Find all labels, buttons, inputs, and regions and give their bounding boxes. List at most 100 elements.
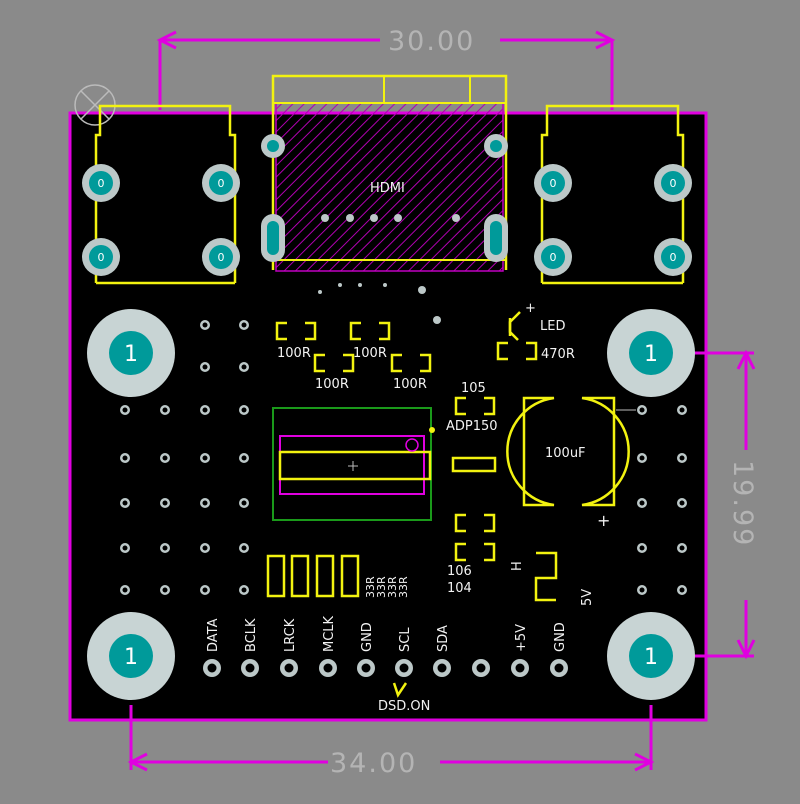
cap-104-label: 104	[447, 581, 472, 596]
via	[120, 405, 130, 415]
via	[200, 453, 210, 463]
via	[200, 362, 210, 372]
via	[200, 585, 210, 595]
via	[239, 543, 249, 553]
dimension-top-value: 30.00	[388, 26, 475, 57]
header-pin	[357, 659, 375, 677]
smd-via	[318, 290, 322, 294]
header-pin	[511, 659, 529, 677]
header-pin-label: DATA	[206, 618, 221, 652]
via	[239, 405, 249, 415]
rca-connector-left	[94, 104, 237, 285]
via	[637, 498, 647, 508]
via	[160, 585, 170, 595]
via	[637, 405, 647, 415]
via	[120, 543, 130, 553]
connector-pad-label: 0	[218, 177, 225, 190]
header-pin	[280, 659, 298, 677]
capacitor-value: 100uF	[545, 446, 586, 461]
led-label: LED	[540, 319, 565, 334]
header-row	[203, 659, 568, 677]
regulator-label: ADP150	[446, 419, 498, 434]
connector-pad-label: 0	[98, 251, 105, 264]
connector-pad: 0	[534, 164, 572, 202]
r2-label: 100R	[353, 346, 387, 361]
series-r1-label: 33R	[364, 576, 377, 598]
via	[160, 453, 170, 463]
via	[160, 543, 170, 553]
series-r2-label: 33R	[375, 576, 388, 598]
header-pin	[319, 659, 337, 677]
mount-hole: 1	[607, 612, 695, 700]
via	[200, 498, 210, 508]
via	[677, 405, 687, 415]
jumper-5v-label: 5V	[580, 589, 595, 606]
mount-hole-label: 1	[644, 342, 658, 367]
via	[637, 585, 647, 595]
hdmi-pin	[418, 286, 426, 294]
header-pin	[433, 659, 451, 677]
capacitor-plus: +	[597, 511, 610, 530]
connector-pad: 0	[654, 238, 692, 276]
mount-hole-label: 1	[124, 342, 138, 367]
header-pin-label: LRCK	[283, 618, 298, 652]
via	[677, 498, 687, 508]
hdmi-pin	[433, 316, 441, 324]
hdmi-pin	[452, 214, 460, 222]
heatsink-outline	[272, 407, 432, 521]
hdmi-pads	[261, 134, 508, 324]
mount-hole: 1	[87, 309, 175, 397]
series-r4-label: 33R	[397, 576, 410, 598]
via	[120, 585, 130, 595]
header-pin-label: +5V	[514, 624, 529, 652]
r3-label: 100R	[315, 377, 349, 392]
r1-label: 100R	[277, 346, 311, 361]
mount-holes: 1 1 1 1	[87, 309, 695, 700]
via	[239, 453, 249, 463]
silkscreen-outlines	[266, 311, 636, 698]
hdmi-pin	[346, 214, 354, 222]
connector-pad: 0	[202, 238, 240, 276]
mount-hole-label: 1	[644, 645, 658, 670]
dimension-top	[156, 30, 616, 110]
hdmi-shell-slot	[484, 214, 508, 262]
via	[120, 498, 130, 508]
header-pin-label: SDA	[436, 625, 451, 652]
dimension-right-value: 19.99	[727, 460, 758, 547]
smd-via	[358, 283, 362, 287]
via	[637, 543, 647, 553]
hdmi-connector: HDMI	[271, 74, 508, 272]
hdmi-pin	[321, 214, 329, 222]
via	[200, 320, 210, 330]
dimension-bottom-value: 34.00	[330, 748, 417, 779]
via	[160, 498, 170, 508]
via	[637, 453, 647, 463]
connector-pad-label: 0	[550, 177, 557, 190]
dsd-label: DSD.ON	[378, 699, 430, 714]
via-grid	[120, 320, 687, 595]
dimension-right	[690, 349, 756, 660]
via	[677, 585, 687, 595]
series-r3-label: 33R	[386, 576, 399, 598]
mount-hole: 1	[87, 612, 175, 700]
via	[200, 405, 210, 415]
hdmi-shell-pad	[484, 134, 508, 158]
hdmi-shell-slot	[261, 214, 285, 262]
connector-pad: 0	[82, 238, 120, 276]
via	[239, 585, 249, 595]
cap-106-label: 106	[447, 564, 472, 579]
led-plus: +	[525, 301, 536, 316]
pin1-dot	[429, 427, 435, 433]
dimension-bottom	[127, 705, 655, 772]
via	[677, 543, 687, 553]
hdmi-label: HDMI	[370, 181, 405, 196]
header-pin	[395, 659, 413, 677]
smd-via	[338, 283, 342, 287]
header-pin-label: GND	[553, 622, 568, 652]
connector-pad: 0	[82, 164, 120, 202]
smd-via	[383, 283, 387, 287]
